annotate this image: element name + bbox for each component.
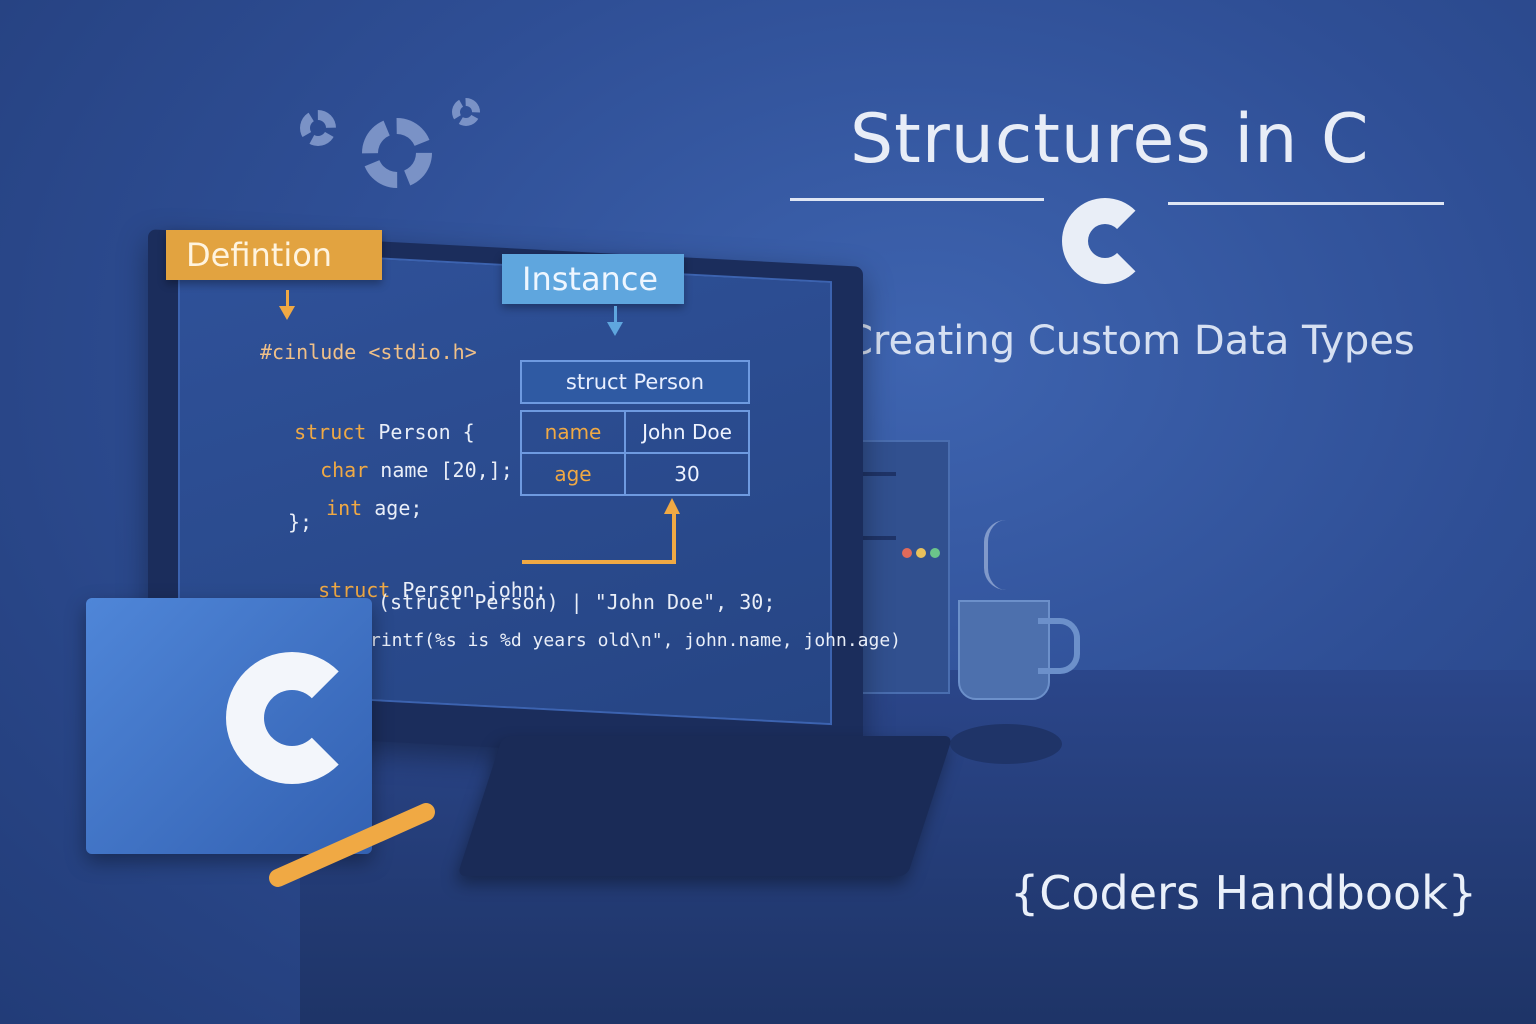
code-close-line: }; — [288, 510, 313, 534]
title-divider-left — [790, 198, 1044, 201]
brand-label: {Coders Handbook} — [1010, 866, 1478, 920]
instance-label: Instance — [502, 254, 684, 304]
table-row: name John Doe — [520, 410, 750, 454]
connector-arrow-horizontal — [522, 560, 674, 564]
gear-icon — [300, 110, 336, 146]
code-text: age; — [362, 496, 423, 520]
gear-icon — [452, 98, 480, 126]
table-cell-value: John Doe — [642, 420, 732, 444]
table-cell-value: 30 — [674, 462, 700, 486]
mug-handle — [1038, 618, 1080, 674]
coffee-mug — [958, 600, 1050, 700]
tower-led-green — [930, 548, 940, 558]
title-divider-right — [1168, 202, 1444, 205]
definition-label: Defintion — [166, 230, 382, 280]
c-language-logo — [1062, 198, 1148, 284]
code-char-line: char name [20,]; — [296, 434, 513, 482]
code-struct-line: struct Person { — [270, 396, 475, 444]
tower-led-yellow — [916, 548, 926, 558]
page-subtitle: Creating Custom Data Types — [845, 318, 1415, 364]
code-init-line: (struct Person) | "John Doe", 30; — [378, 590, 776, 614]
code-keyword: int — [326, 496, 363, 520]
definition-arrow-icon — [279, 306, 295, 320]
code-include-line: #cinlude <stdio.h> — [260, 340, 477, 364]
steam-icon — [984, 520, 1028, 590]
code-text: Person { — [366, 420, 475, 444]
code-keyword: struct — [294, 420, 367, 444]
tower-led-red — [902, 548, 912, 558]
code-text: Person john; — [390, 578, 547, 602]
table-row: age 30 — [520, 454, 750, 496]
instance-arrow-icon — [607, 322, 623, 336]
tower-vents — [836, 472, 896, 540]
table-cell-key: name — [522, 412, 626, 452]
code-int-line: int age; — [302, 472, 422, 520]
keyboard — [457, 736, 953, 876]
struct-table-header: struct Person — [520, 360, 750, 404]
instance-arrow-stem — [614, 306, 617, 324]
connector-arrowhead-icon — [664, 498, 680, 514]
struct-table: struct Person name John Doe age 30 — [520, 360, 750, 496]
table-cell-key: age — [522, 454, 626, 494]
code-text: name [20,]; — [368, 458, 513, 482]
mouse — [950, 724, 1062, 764]
c-cube-logo-icon — [226, 652, 358, 784]
gear-icon — [362, 118, 432, 188]
definition-arrow-stem — [286, 290, 289, 308]
code-printf-line: rintf(%s is %d years old\n", john.name, … — [370, 630, 902, 651]
code-keyword: char — [320, 458, 369, 482]
page-title: Structures in C — [850, 100, 1370, 179]
connector-arrow-vertical — [672, 512, 676, 564]
